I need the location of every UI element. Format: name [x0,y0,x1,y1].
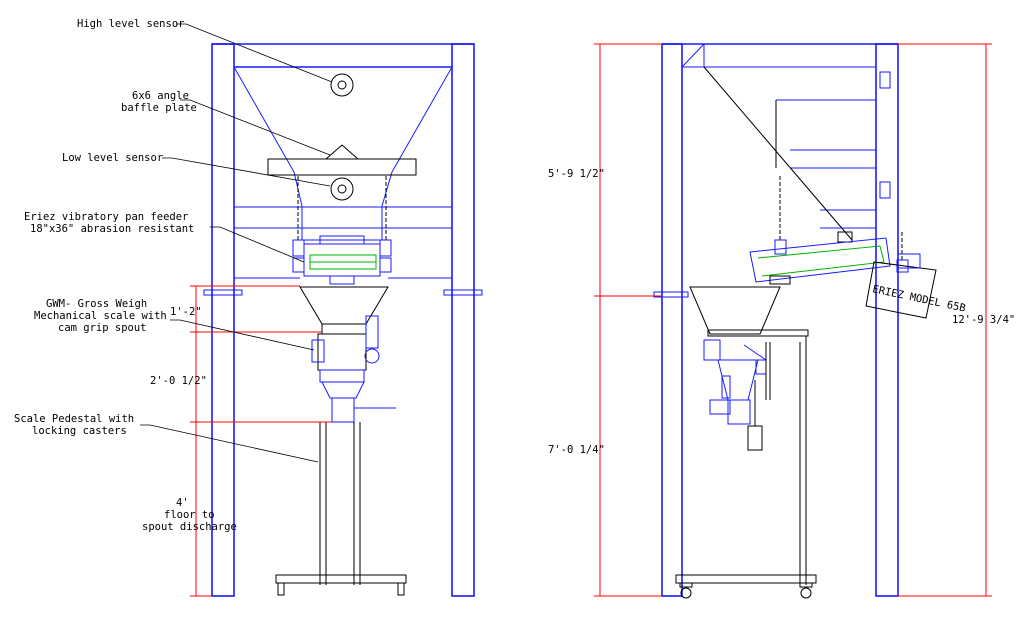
gwm-scale-front [311,315,396,423]
label-floor-line1: 4' [176,497,189,509]
label-floor-line2: floor to [164,509,215,521]
dimension-right-upper: 5'-9 1/2" [548,168,605,180]
label-gwm-line2: Mechanical scale with [34,310,167,322]
dimension-right-total: 12'-9 3/4" [952,314,1015,326]
low-level-sensor [330,177,354,201]
label-gwm-line3: cam grip spout [58,322,147,334]
label-pedestal-line2: locking casters [32,425,127,437]
side-elevation-view: ERIEZ MODEL 65B [594,43,992,599]
label-pedestal-line1: Scale Pedestal with [14,413,134,425]
dimension-lines-side [594,43,992,597]
hopper-side [703,66,853,243]
vibratory-pan-feeder-side: ERIEZ MODEL 65B [749,237,967,319]
label-high-level-sensor: High level sensor [77,18,184,30]
support-frame-side [653,43,899,597]
dimension-left-1: 1'-2" [170,306,202,318]
label-feeder-line1: Eriez vibratory pan feeder [24,211,188,223]
gwm-scale-side [703,339,767,451]
label-floor-line3: spout discharge [142,521,237,533]
high-level-sensor [330,73,354,97]
vibratory-pan-feeder-front [303,235,381,285]
dimension-labels: 1'-2" 2'-0 1/2" 5'-9 1/2" 7'-0 1/4" 12'-… [150,168,1015,456]
support-frame-front [203,43,483,597]
label-baffle-line2: baffle plate [121,102,197,114]
label-gwm-line1: GWM- Gross Weigh [46,298,147,310]
dimension-left-2: 2'-0 1/2" [150,375,207,387]
callout-leaders-front [140,23,333,463]
dimension-right-lower: 7'-0 1/4" [548,444,605,456]
hanger-chains-side [774,176,909,273]
callout-labels: High level sensor 6x6 angle baffle plate… [14,18,237,533]
baffle-plate [267,144,417,176]
scale-pedestal-front [275,422,407,596]
label-low-level-sensor: Low level sensor [62,152,163,164]
label-feeder-line2: 18"x36" abrasion resistant [30,223,194,235]
dimension-lines-front [190,285,332,597]
weigh-hopper-side [689,286,809,337]
scale-pedestal-side [675,335,817,599]
front-elevation-view [140,23,483,597]
hopper-front [233,66,453,241]
weigh-hopper-front [299,286,389,335]
label-baffle-line1: 6x6 angle [132,90,189,102]
